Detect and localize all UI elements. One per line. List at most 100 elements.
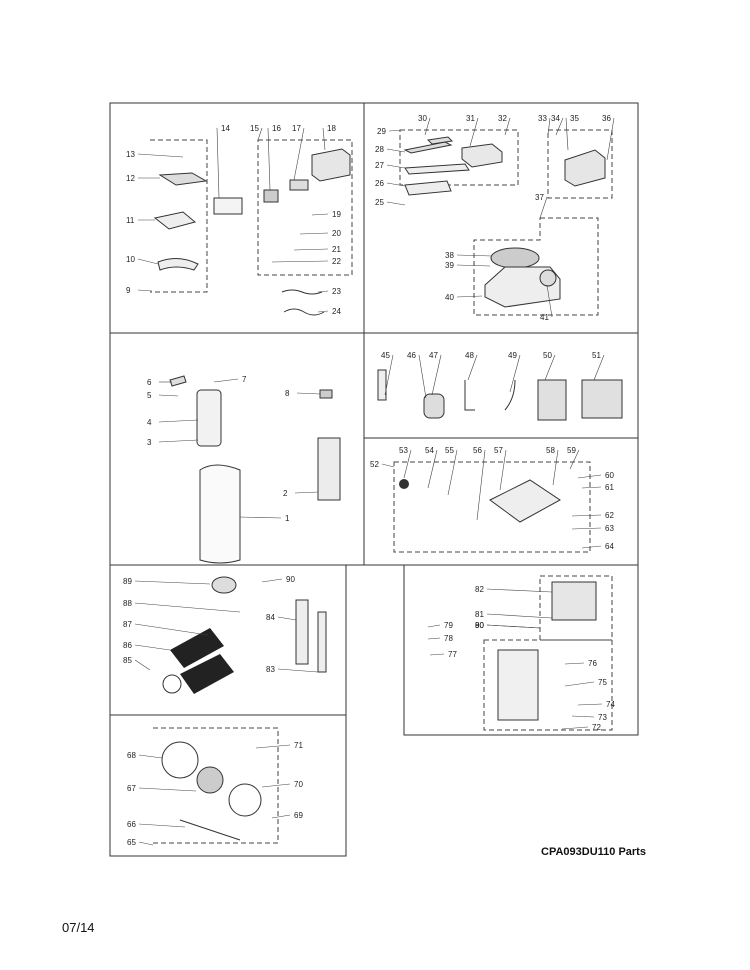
leader-line-21 bbox=[293, 248, 329, 251]
leader-line-2 bbox=[294, 491, 319, 494]
callout-21: 21 bbox=[332, 245, 341, 254]
leader-line-27 bbox=[386, 164, 406, 169]
part-45-illustration bbox=[377, 369, 387, 401]
panel-back-cover-and-filters bbox=[403, 564, 639, 736]
dashed-group-72-76 bbox=[483, 639, 613, 731]
dashed-group-33-36 bbox=[547, 129, 613, 199]
leader-line-66 bbox=[138, 823, 186, 828]
leader-line-46 bbox=[418, 354, 427, 399]
leader-line-52 bbox=[381, 463, 395, 468]
leader-line-75 bbox=[564, 681, 595, 687]
callout-78: 78 bbox=[444, 634, 453, 643]
leader-line-73 bbox=[571, 715, 595, 718]
callout-46: 46 bbox=[407, 351, 416, 360]
leader-line-50 bbox=[544, 354, 556, 381]
part-76-illustration bbox=[497, 649, 539, 721]
leader-line-57 bbox=[499, 449, 507, 491]
callout-89: 89 bbox=[123, 577, 132, 586]
leader-line-83 bbox=[277, 668, 319, 673]
part-82-illustration bbox=[551, 581, 597, 621]
part-17-illustration bbox=[289, 179, 309, 191]
callout-12: 12 bbox=[126, 174, 135, 183]
callout-11: 11 bbox=[126, 216, 135, 225]
part-53-illustration bbox=[399, 479, 409, 489]
leader-line-56 bbox=[476, 449, 486, 521]
callout-79: 79 bbox=[444, 621, 453, 630]
leader-line-9 bbox=[137, 289, 153, 292]
callout-68: 68 bbox=[127, 751, 136, 760]
callout-67: 67 bbox=[127, 784, 136, 793]
leader-line-14 bbox=[216, 127, 220, 199]
callout-17: 17 bbox=[292, 124, 301, 133]
part-16-illustration bbox=[263, 189, 279, 203]
callout-82: 82 bbox=[475, 585, 484, 594]
leader-line-13 bbox=[137, 153, 184, 158]
leader-line-25 bbox=[386, 201, 406, 206]
callout-54: 54 bbox=[425, 446, 434, 455]
part-30-illustration bbox=[426, 136, 454, 145]
callout-29: 29 bbox=[377, 127, 386, 136]
leader-line-68 bbox=[138, 754, 163, 759]
panel-frames bbox=[109, 102, 639, 857]
callout-25: 25 bbox=[375, 198, 384, 207]
leader-line-71 bbox=[255, 744, 291, 749]
leader-line-45 bbox=[384, 354, 394, 396]
part-12-illustration bbox=[158, 172, 208, 186]
leader-line-37 bbox=[539, 196, 548, 219]
leader-line-29 bbox=[388, 129, 406, 132]
callout-84: 84 bbox=[266, 613, 275, 622]
callout-26: 26 bbox=[375, 179, 384, 188]
callout-60: 60 bbox=[605, 471, 614, 480]
leader-line-10 bbox=[137, 258, 159, 265]
callout-85: 85 bbox=[123, 656, 132, 665]
callout-74: 74 bbox=[606, 700, 615, 709]
callout-88: 88 bbox=[123, 599, 132, 608]
part-28-illustration bbox=[403, 141, 453, 154]
part-47-illustration bbox=[423, 393, 445, 419]
callout-65: 65 bbox=[127, 838, 136, 847]
leader-line-7 bbox=[213, 378, 239, 383]
callout-52: 52 bbox=[370, 460, 379, 469]
callout-38: 38 bbox=[445, 251, 454, 260]
callout-41: 41 bbox=[540, 313, 549, 322]
part-48-illustration bbox=[464, 380, 475, 411]
leader-line-40 bbox=[456, 295, 483, 298]
leader-line-22 bbox=[271, 260, 329, 263]
callout-69: 69 bbox=[294, 811, 303, 820]
panel-air-guide-and-controls bbox=[109, 102, 365, 334]
leader-line-47 bbox=[431, 354, 442, 396]
leader-line-64 bbox=[581, 545, 602, 549]
leader-line-41 bbox=[546, 284, 553, 318]
callout-40: 40 bbox=[445, 293, 454, 302]
dashed-group-9-13 bbox=[150, 139, 208, 293]
callout-75: 75 bbox=[598, 678, 607, 687]
callout-50: 50 bbox=[543, 351, 552, 360]
part-26-illustration bbox=[404, 180, 452, 196]
callout-8: 8 bbox=[285, 389, 290, 398]
callout-16: 16 bbox=[272, 124, 281, 133]
date-code: 07/14 bbox=[62, 920, 95, 935]
callout-70: 70 bbox=[294, 780, 303, 789]
leader-line-32 bbox=[504, 117, 511, 136]
part-49-illustration bbox=[504, 379, 516, 411]
callout-30: 30 bbox=[418, 114, 427, 123]
leader-line-4 bbox=[158, 419, 199, 423]
leader-line-76 bbox=[564, 662, 585, 665]
part-1-illustration bbox=[199, 464, 241, 564]
leader-line-36 bbox=[606, 117, 615, 161]
part-35-illustration bbox=[564, 149, 606, 187]
leader-line-18 bbox=[322, 127, 326, 151]
leader-line-60 bbox=[577, 474, 602, 479]
part-24-illustration bbox=[283, 308, 325, 316]
leader-line-26 bbox=[386, 182, 406, 187]
leader-line-1 bbox=[239, 516, 282, 519]
part-86b-illustration bbox=[180, 654, 234, 694]
callout-24: 24 bbox=[332, 307, 341, 316]
part-27-illustration bbox=[404, 163, 470, 175]
callout-33: 33 bbox=[538, 114, 547, 123]
part-66-illustration bbox=[179, 819, 241, 841]
callout-58: 58 bbox=[546, 446, 555, 455]
callout-86: 86 bbox=[123, 641, 132, 650]
callout-56: 56 bbox=[473, 446, 482, 455]
leader-line-58 bbox=[552, 449, 559, 486]
